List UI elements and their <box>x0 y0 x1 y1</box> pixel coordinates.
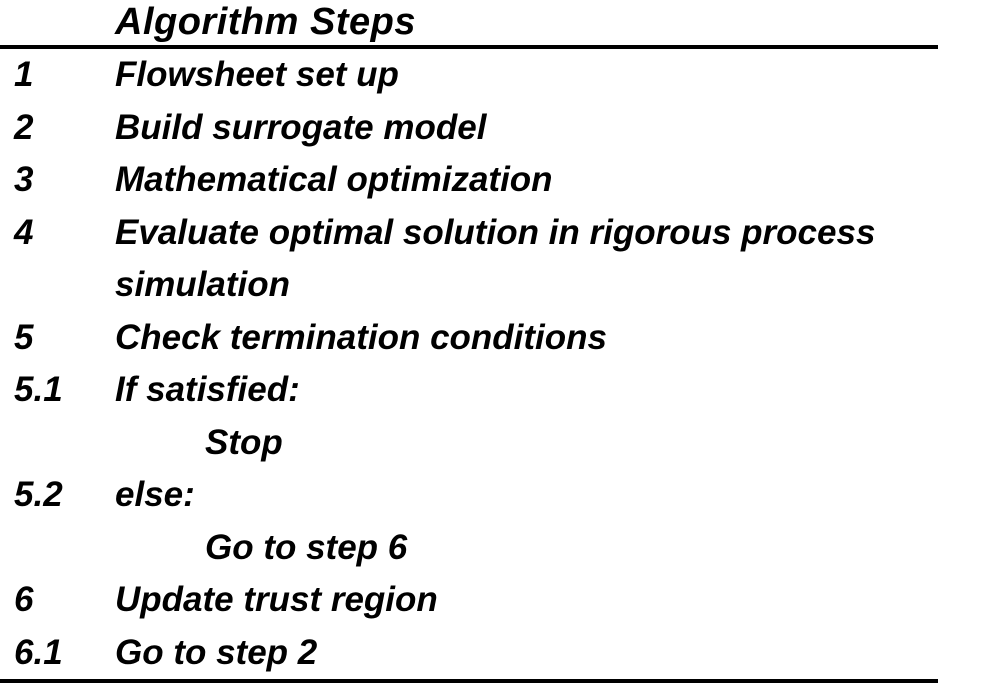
step-number: 5 <box>14 317 34 357</box>
step-number: 4 <box>14 212 34 252</box>
table-row: 5.1 If satisfied: <box>0 364 985 417</box>
table-title: Algorithm Steps <box>115 1 416 43</box>
step-number: 6 <box>14 580 34 619</box>
step-text: Update trust region <box>115 580 438 619</box>
step-text: Evaluate optimal solution in rigorous pr… <box>115 212 876 305</box>
step-text: Go to step 2 <box>115 632 318 672</box>
step-number: 6.1 <box>14 632 63 672</box>
step-substep-text: Go to step 6 <box>205 527 408 567</box>
table-row: 2 Build surrogate model <box>0 102 985 155</box>
step-text: Flowsheet set up <box>115 55 399 94</box>
table-row: Go to step 6 <box>0 522 985 575</box>
table-row: 1 Flowsheet set up <box>0 49 985 102</box>
table-header-row: Algorithm Steps <box>0 0 985 45</box>
table-row: 3 Mathematical optimization <box>0 154 985 207</box>
step-text: else: <box>115 475 195 514</box>
step-number: 2 <box>14 107 34 147</box>
top-rule <box>0 45 938 49</box>
step-number: 3 <box>14 160 34 199</box>
step-text: If satisfied: <box>115 370 300 409</box>
table-row: 5 Check termination conditions <box>0 312 985 365</box>
step-substep-text: Stop <box>205 422 283 462</box>
step-number: 1 <box>14 55 34 94</box>
step-text: Mathematical optimization <box>115 160 553 199</box>
step-number: 5.2 <box>14 475 63 514</box>
table-row: 5.2 else: <box>0 469 985 522</box>
table-row: Stop <box>0 417 985 470</box>
step-text: Check termination conditions <box>115 317 607 357</box>
table-row: 6.1 Go to step 2 <box>0 627 985 680</box>
step-number: 5.1 <box>14 370 63 409</box>
table-row: 6 Update trust region <box>0 574 985 627</box>
table-row: 4 Evaluate optimal solution in rigorous … <box>0 207 985 312</box>
step-text: Build surrogate model <box>115 107 487 147</box>
bottom-rule <box>0 679 938 683</box>
table-body: 1 Flowsheet set up 2 Build surrogate mod… <box>0 49 985 679</box>
